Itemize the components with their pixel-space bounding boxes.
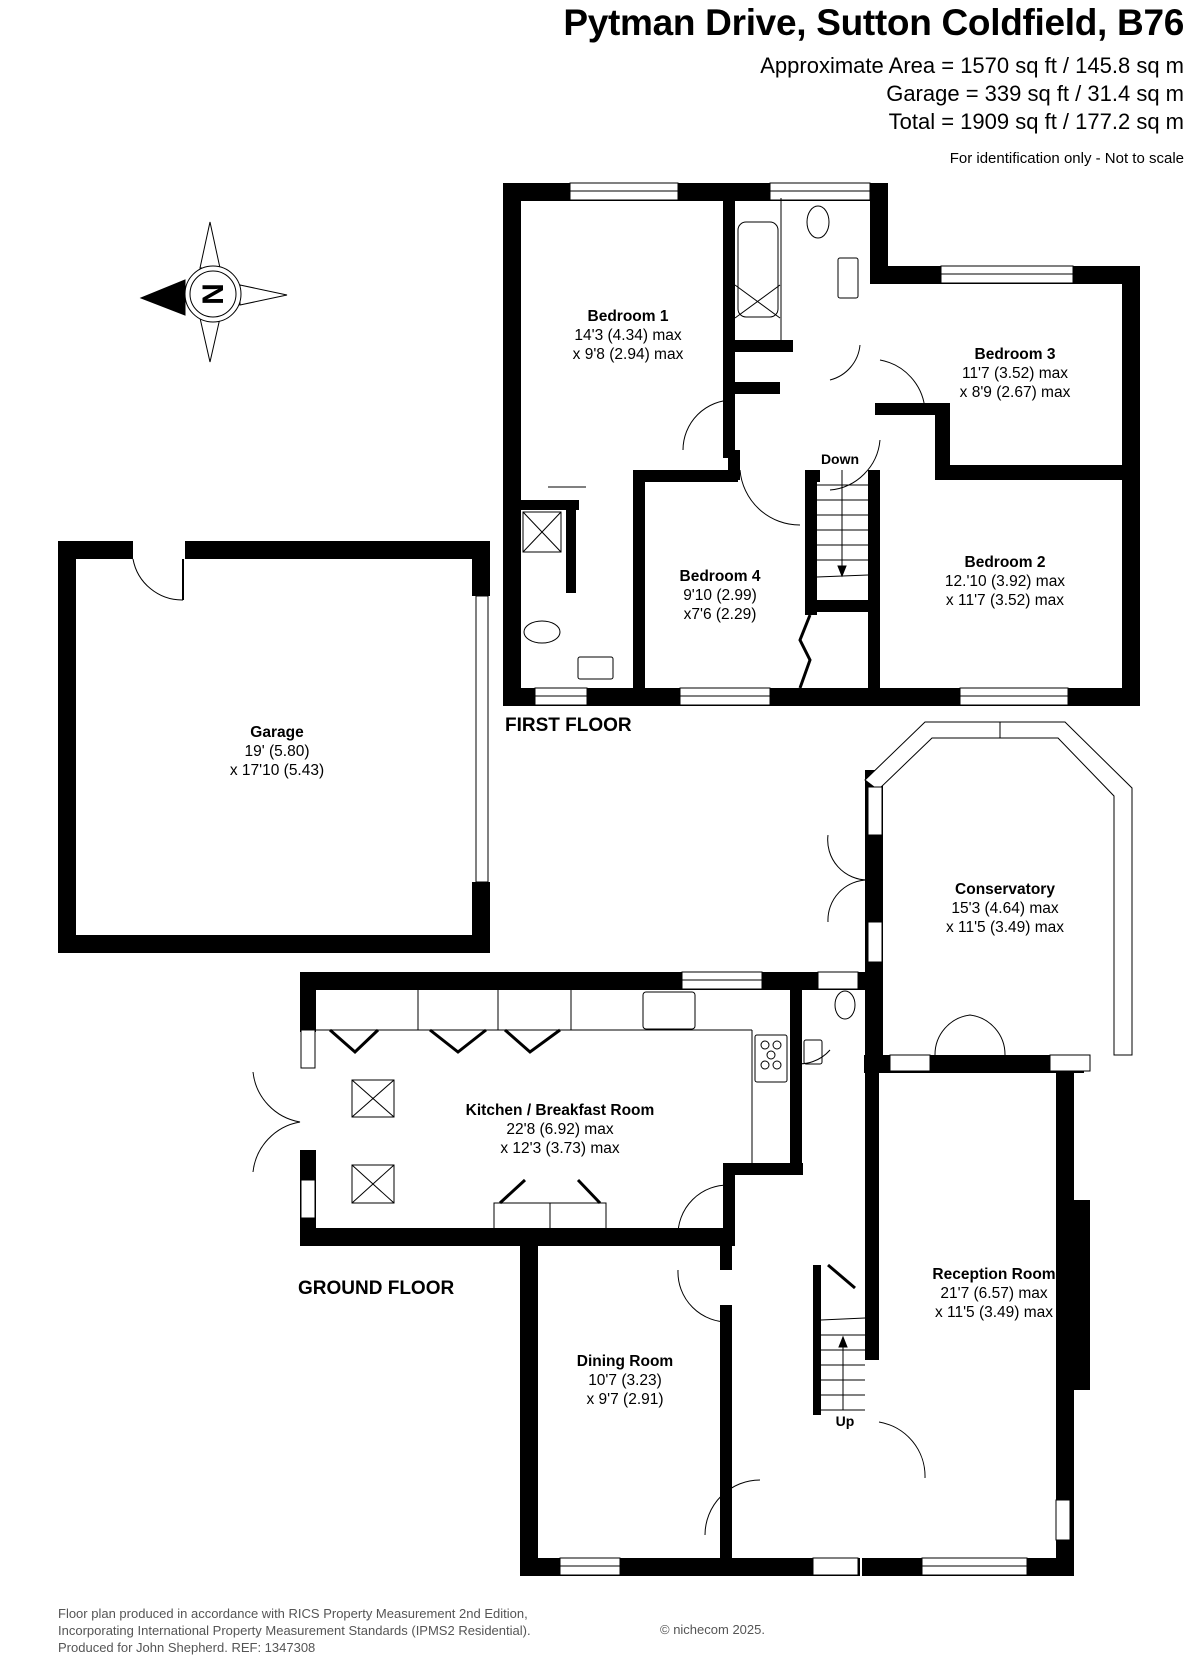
room-kitchen-breakfast: Kitchen / Breakfast Room 22'8 (6.92) max…: [466, 1101, 655, 1158]
room-name: Bedroom 3: [974, 346, 1056, 363]
room-name: Bedroom 2: [964, 554, 1046, 571]
room-dimension: x 11'7 (3.52) max: [945, 592, 1065, 609]
room-bedroom-2: Bedroom 2 12.'10 (3.92) max x 11'7 (3.52…: [945, 553, 1065, 610]
svg-text:N: N: [197, 283, 230, 305]
room-bedroom-3: Bedroom 3 11'7 (3.52) max x 8'9 (2.67) m…: [960, 345, 1071, 402]
approximate-area: Approximate Area = 1570 sq ft / 145.8 sq…: [760, 53, 1184, 78]
plan-title: Pytman Drive, Sutton Coldfield, B76: [563, 2, 1184, 43]
room-dimension: x 12'3 (3.73) max: [500, 1140, 620, 1157]
first-floor-walls: [503, 183, 1140, 706]
room-name: Reception Room: [932, 1266, 1056, 1283]
room-dimension: x 17'10 (5.43): [229, 762, 325, 779]
stairs-up: [820, 1263, 866, 1411]
room-name: Bedroom 1: [587, 308, 669, 325]
room-bedroom-4: Bedroom 4 9'10 (2.99) x7'6 (2.29): [680, 567, 761, 624]
stairs-down: [816, 470, 869, 578]
footer-notes: Floor plan produced in accordance with R…: [58, 1605, 531, 1656]
scale-disclaimer: For identification only - Not to scale: [949, 150, 1184, 167]
room-name: Dining Room: [576, 1353, 674, 1370]
room-bedroom-1: Bedroom 1 14'3 (4.34) max x 9'8 (2.94) m…: [573, 307, 684, 364]
first-floor-label: FIRST FLOOR: [505, 715, 632, 736]
room-dimension: x7'6 (2.29): [683, 606, 757, 623]
garage-area: Garage = 339 sq ft / 31.4 sq m: [886, 81, 1184, 106]
room-garage: Garage 19' (5.80) x 17'10 (5.43): [230, 723, 324, 780]
room-dimension: 9'10 (2.99): [683, 587, 757, 604]
first-floor-fixtures: [522, 198, 926, 689]
garage-walls: [58, 541, 490, 953]
stairs-down-label: Down: [820, 451, 860, 467]
room-name: Garage: [250, 724, 304, 741]
room-dimension: 12.'10 (3.92) max: [944, 573, 1066, 590]
ground-floor-fixtures: [252, 834, 1006, 1536]
room-dimension: x 11'5 (3.49) max: [945, 919, 1065, 936]
ground-floor-label: GROUND FLOOR: [298, 1278, 455, 1299]
room-name: Bedroom 4: [679, 568, 761, 585]
room-dimension: 10'7 (3.23): [588, 1372, 662, 1389]
room-dimension: 22'8 (6.92) max: [506, 1121, 614, 1138]
footer-line: Incorporating International Property Mea…: [58, 1623, 531, 1638]
ground-floor-windows: [300, 721, 1133, 1576]
room-dining: Dining Room 10'7 (3.23) x 9'7 (2.91): [577, 1352, 673, 1409]
footer-line: Produced for John Shepherd. REF: 1347308: [58, 1640, 316, 1655]
room-reception: Reception Room 21'7 (6.57) max x 11'5 (3…: [932, 1265, 1055, 1322]
room-dimension: 15'3 (4.64) max: [951, 900, 1059, 917]
copyright: © nichecom 2025.: [660, 1622, 765, 1637]
ground-floor-walls: [300, 770, 1090, 1576]
footer-line: Floor plan produced in accordance with R…: [58, 1606, 528, 1621]
room-dimension: 19' (5.80): [244, 743, 310, 760]
room-dimension: 11'7 (3.52) max: [961, 365, 1069, 382]
total-area: Total = 1909 sq ft / 177.2 sq m: [888, 109, 1184, 134]
first-floor-windows: [534, 182, 1074, 706]
room-dimension: x 9'7 (2.91): [586, 1391, 664, 1408]
room-dimension: x 11'5 (3.49) max: [934, 1304, 1054, 1321]
garage-door: [132, 558, 489, 883]
stairs-up-label: Up: [835, 1413, 855, 1429]
room-name: Kitchen / Breakfast Room: [465, 1102, 655, 1119]
room-name: Conservatory: [955, 881, 1055, 898]
room-dimension: x 9'8 (2.94) max: [572, 346, 684, 363]
room-dimension: 14'3 (4.34) max: [574, 327, 682, 344]
room-dimension: x 8'9 (2.67) max: [959, 384, 1071, 401]
room-dimension: 21'7 (6.57) max: [940, 1285, 1048, 1302]
room-conservatory: Conservatory 15'3 (4.64) max x 11'5 (3.4…: [946, 880, 1064, 937]
compass-north-icon: N: [139, 221, 288, 363]
